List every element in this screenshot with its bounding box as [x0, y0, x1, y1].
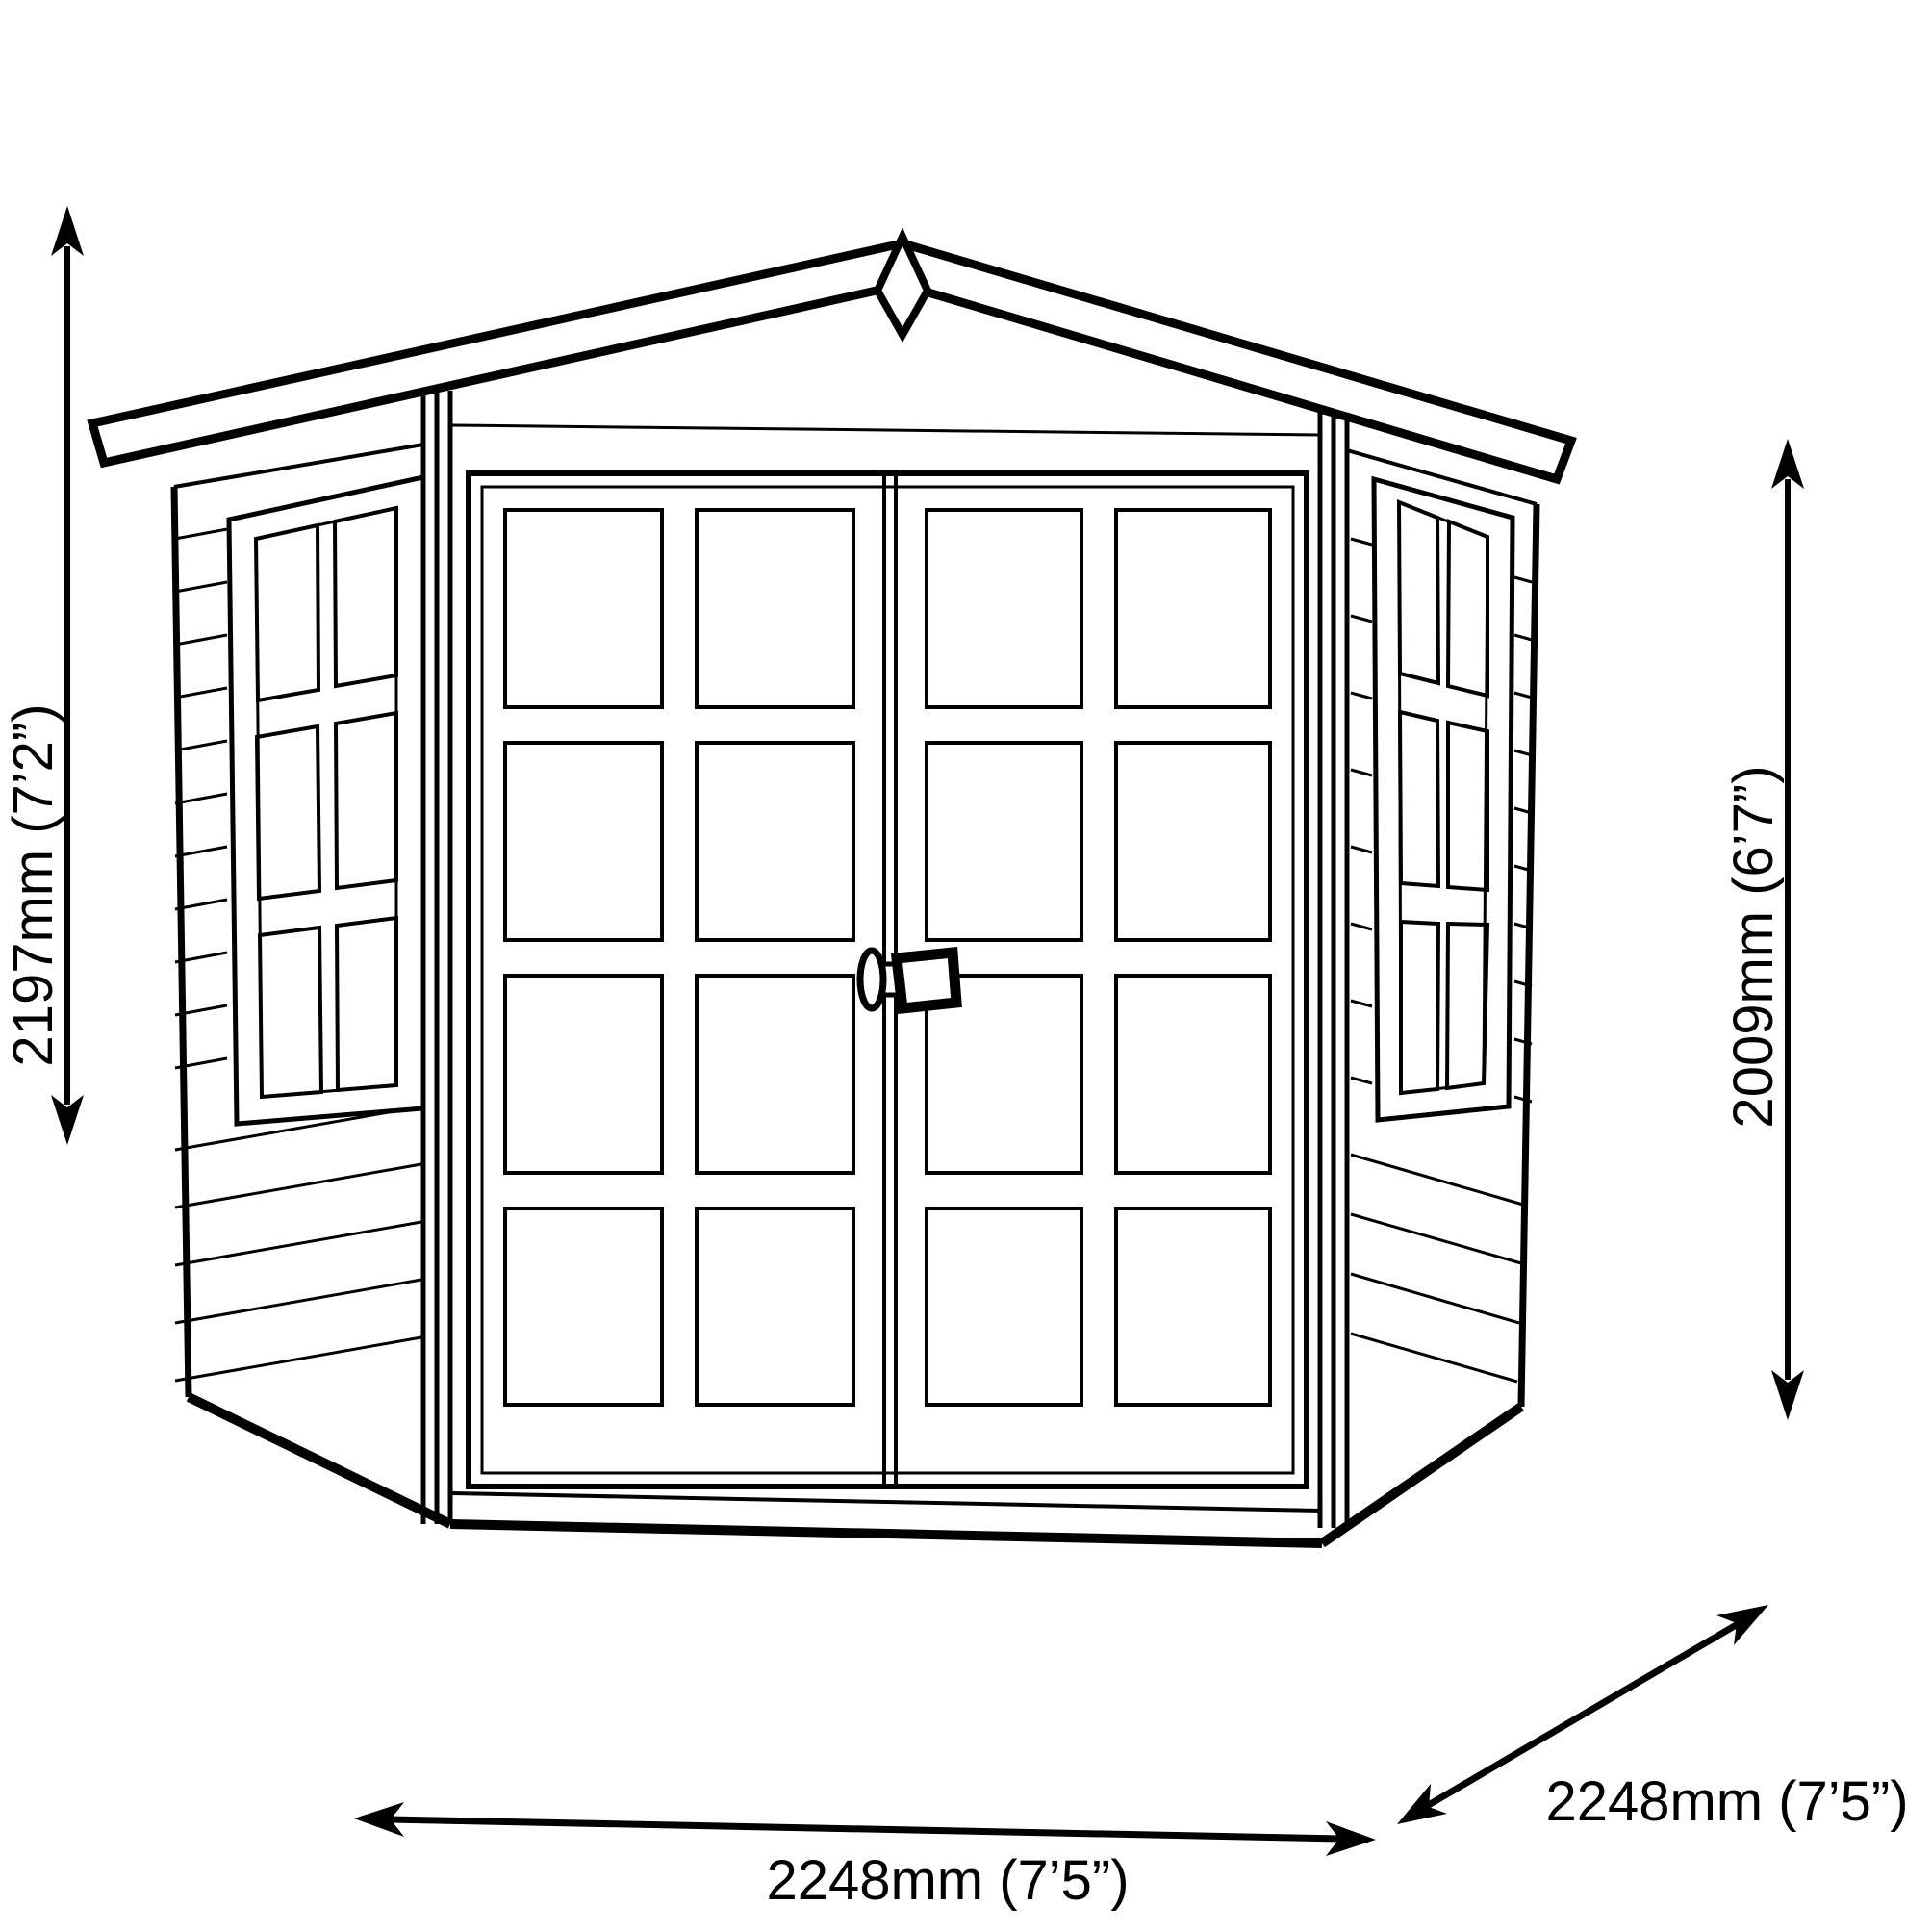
front-band-line [451, 423, 1321, 437]
right-window-frame [1371, 475, 1515, 1123]
right-window [1371, 475, 1515, 1123]
arrowhead-up-right-icon [1716, 1605, 1768, 1645]
right-wall-top-edge [1346, 448, 1538, 506]
door-inner-frame [480, 485, 1295, 1475]
arrowhead-up-icon [51, 206, 84, 256]
dimension-diagonal-label: 2248mm (7’5”) [1545, 1770, 1908, 1833]
dimension-bottom-line [388, 1816, 1342, 1843]
dimension-left-label: 2197mm (7’2”) [2, 703, 64, 1066]
front-wall [186, 389, 1524, 1548]
right-wall-cladding-lines [1350, 537, 1533, 1384]
turn-latch-handle [856, 947, 887, 1012]
right-window-panes [1396, 499, 1490, 1096]
right-wall-outer-edge [1517, 503, 1540, 1408]
corner-post-left [420, 389, 453, 1524]
dimension-bottom: 2248mm (7’5”) [354, 1802, 1376, 1912]
door-lock [856, 946, 962, 1015]
diamond-finial [873, 227, 932, 343]
dimension-right-label: 2009mm (6’7”) [1722, 765, 1785, 1128]
left-wall-top-edge [173, 443, 424, 489]
arrowhead-up-icon [1771, 439, 1804, 489]
corner-post-right [1317, 410, 1350, 1528]
dimension-left: 2197mm (7’2”) [2, 206, 84, 1145]
arrowhead-left-icon [354, 1802, 404, 1837]
arrowhead-down-left-icon [1397, 1784, 1447, 1824]
dimension-diagonal: 2248mm (7’5”) [1397, 1605, 1909, 1833]
dimension-bottom-label: 2248mm (7’5”) [766, 1849, 1129, 1912]
left-wall-outer-edge [170, 486, 192, 1398]
left-window [226, 473, 426, 1127]
arrowhead-down-icon [1771, 1370, 1804, 1420]
summerhouse-drawing [87, 227, 1577, 1548]
arrowhead-down-icon [51, 1095, 84, 1145]
roof [87, 227, 1577, 485]
left-wall-cladding-lines [174, 527, 422, 1383]
front-base-line [451, 1491, 1321, 1513]
lock-hasp [890, 946, 962, 1015]
arrowhead-right-icon [1326, 1821, 1376, 1856]
dimension-diagonal-line [1425, 1620, 1740, 1810]
right-side-wall [1346, 448, 1540, 1408]
door-glazed-panes [503, 508, 1272, 1407]
ground-edge [186, 1392, 1524, 1548]
dimension-right: 2009mm (6’7”) [1722, 439, 1804, 1420]
left-side-wall [170, 443, 426, 1398]
left-window-panes [253, 505, 398, 1100]
double-doors [466, 470, 1309, 1489]
